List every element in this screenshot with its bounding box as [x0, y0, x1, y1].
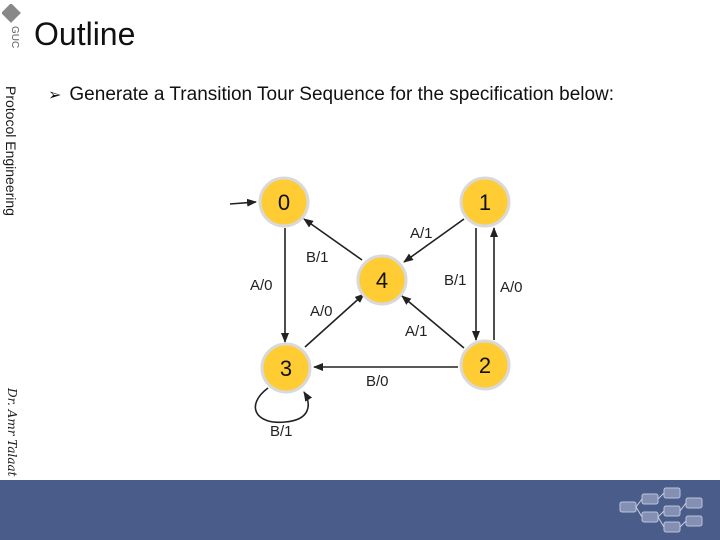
- sidebar: GUC Protocol Engineering Dr. Amr Talaat: [0, 0, 24, 540]
- state-1-label: 1: [479, 190, 491, 215]
- edge-label-3-4: A/0: [310, 303, 333, 320]
- edge-label-1-2: B/1: [444, 272, 467, 289]
- network-decor-icon: [619, 487, 703, 533]
- initial-arrow: [229, 198, 257, 207]
- bullet-item: ➢ Generate a Transition Tour Sequence fo…: [48, 84, 614, 106]
- guc-logo: GUC: [2, 4, 21, 48]
- svg-text:GUC: GUC: [9, 26, 20, 48]
- state-2: 2: [459, 339, 511, 391]
- edge-3-3: [254, 387, 313, 424]
- state-diagram: 0 1 2 3 4 B/1 A/1 A/0 B/1 A/0 A/0 A/1 B/…: [229, 176, 523, 440]
- edge-label-2-1: A/0: [500, 279, 523, 296]
- slide-title: Outline: [34, 16, 136, 52]
- state-4-label: 4: [376, 268, 388, 293]
- state-0: 0: [258, 176, 310, 228]
- state-2-label: 2: [479, 353, 491, 378]
- edge-label-2-3: B/0: [366, 373, 389, 390]
- footer-left-band: [0, 480, 24, 540]
- edge-label-3-3: B/1: [270, 423, 293, 440]
- edge-4-0: [303, 218, 363, 261]
- edge-label-0-3: A/0: [250, 277, 273, 294]
- edge-label-2-4: A/1: [405, 323, 428, 340]
- edge-label-1-4: A/1: [410, 225, 433, 242]
- edge-2-4: [401, 295, 465, 349]
- edge-3-4: [304, 293, 365, 348]
- bullet-arrow-icon: ➢: [48, 87, 62, 104]
- state-0-label: 0: [278, 190, 290, 215]
- state-3: 3: [260, 342, 312, 394]
- bullet-text: Generate a Transition Tour Sequence for …: [69, 84, 615, 105]
- state-4: 4: [356, 254, 408, 306]
- edge-1-4: [403, 218, 465, 263]
- footer-band: [24, 480, 720, 540]
- state-3-label: 3: [280, 356, 292, 381]
- state-1: 1: [459, 176, 511, 228]
- edge-label-4-0: B/1: [306, 249, 329, 266]
